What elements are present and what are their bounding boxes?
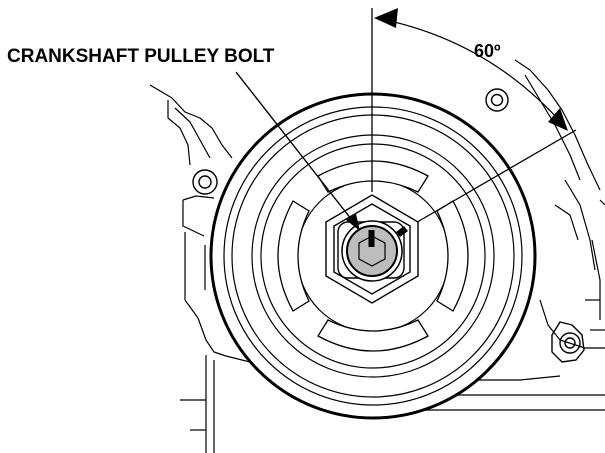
pulley-groove-1	[223, 106, 523, 406]
pulley-web-inner	[260, 143, 486, 369]
angle-label: 60º	[474, 41, 501, 61]
pulley-window-bottom	[317, 319, 429, 352]
mount-boss-bottom-right	[551, 321, 585, 363]
angle-arrowhead-right	[548, 108, 568, 131]
callout-leader	[235, 71, 360, 231]
mount-boss-left	[192, 169, 218, 195]
reference-lines	[371, 8, 577, 233]
pulley-window-top	[317, 160, 429, 193]
pulley-window-right	[436, 200, 469, 312]
mount-boss-top-right	[485, 88, 509, 112]
rotated-reference-line	[399, 129, 577, 233]
angle-indicator	[374, 8, 568, 131]
pulley-windows	[277, 160, 469, 352]
angle-arrowhead-top	[374, 8, 398, 28]
crankshaft-pulley-bolt	[337, 220, 408, 282]
bolt-rotated-mark	[396, 226, 408, 237]
callout-label: CRANKSHAFT PULLEY BOLT	[7, 46, 275, 67]
pulley-groove-2	[231, 114, 515, 398]
pulley-web-outer	[251, 134, 495, 378]
bolt-hex-socket	[358, 235, 386, 267]
angle-arc	[375, 17, 567, 129]
pulley-window-left	[277, 200, 310, 312]
bolt-index-mark	[368, 230, 375, 247]
